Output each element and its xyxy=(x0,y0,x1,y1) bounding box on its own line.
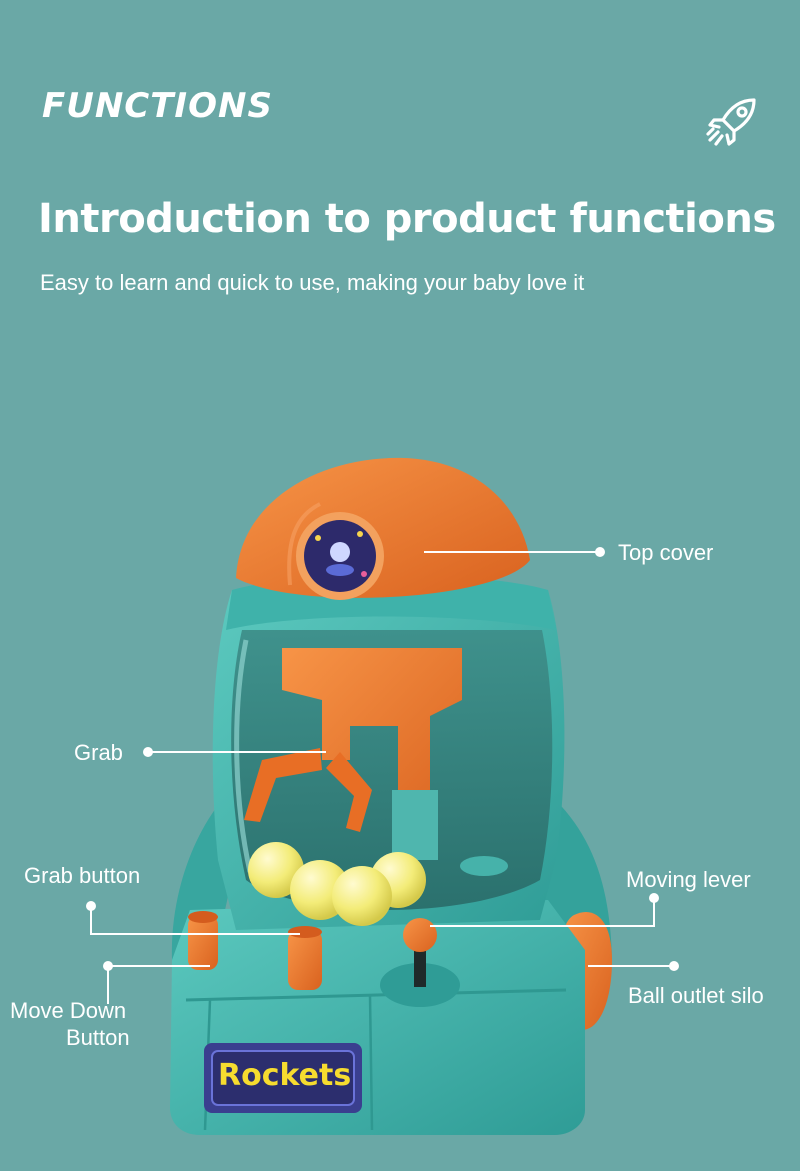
display-window xyxy=(231,630,553,910)
ball xyxy=(332,866,392,926)
badge-label: Rockets xyxy=(218,1058,352,1093)
move-down-button xyxy=(188,915,218,970)
callout-grab-button: Grab button xyxy=(24,863,141,888)
moving-lever xyxy=(403,918,437,952)
grab-button xyxy=(288,930,322,990)
callout-move-down-line1: Move Down xyxy=(10,998,127,1023)
claw-right-finger xyxy=(326,752,372,832)
callout-top-cover: Top cover xyxy=(618,540,714,565)
top-cover xyxy=(236,457,530,598)
callout-move-down-line2: Button xyxy=(66,1025,130,1050)
callout-moving-lever: Moving lever xyxy=(626,867,751,892)
brand-title: FUNCTIONS xyxy=(42,86,273,126)
ball xyxy=(248,842,304,898)
claw-left-finger xyxy=(244,748,322,822)
callout-ball-outlet: Ball outlet silo xyxy=(628,983,764,1008)
callout-grab: Grab xyxy=(74,740,123,765)
rocket-icon xyxy=(706,98,756,146)
headline: Introduction to product functions xyxy=(38,196,776,242)
subline: Easy to learn and quick to use, making y… xyxy=(40,270,585,295)
